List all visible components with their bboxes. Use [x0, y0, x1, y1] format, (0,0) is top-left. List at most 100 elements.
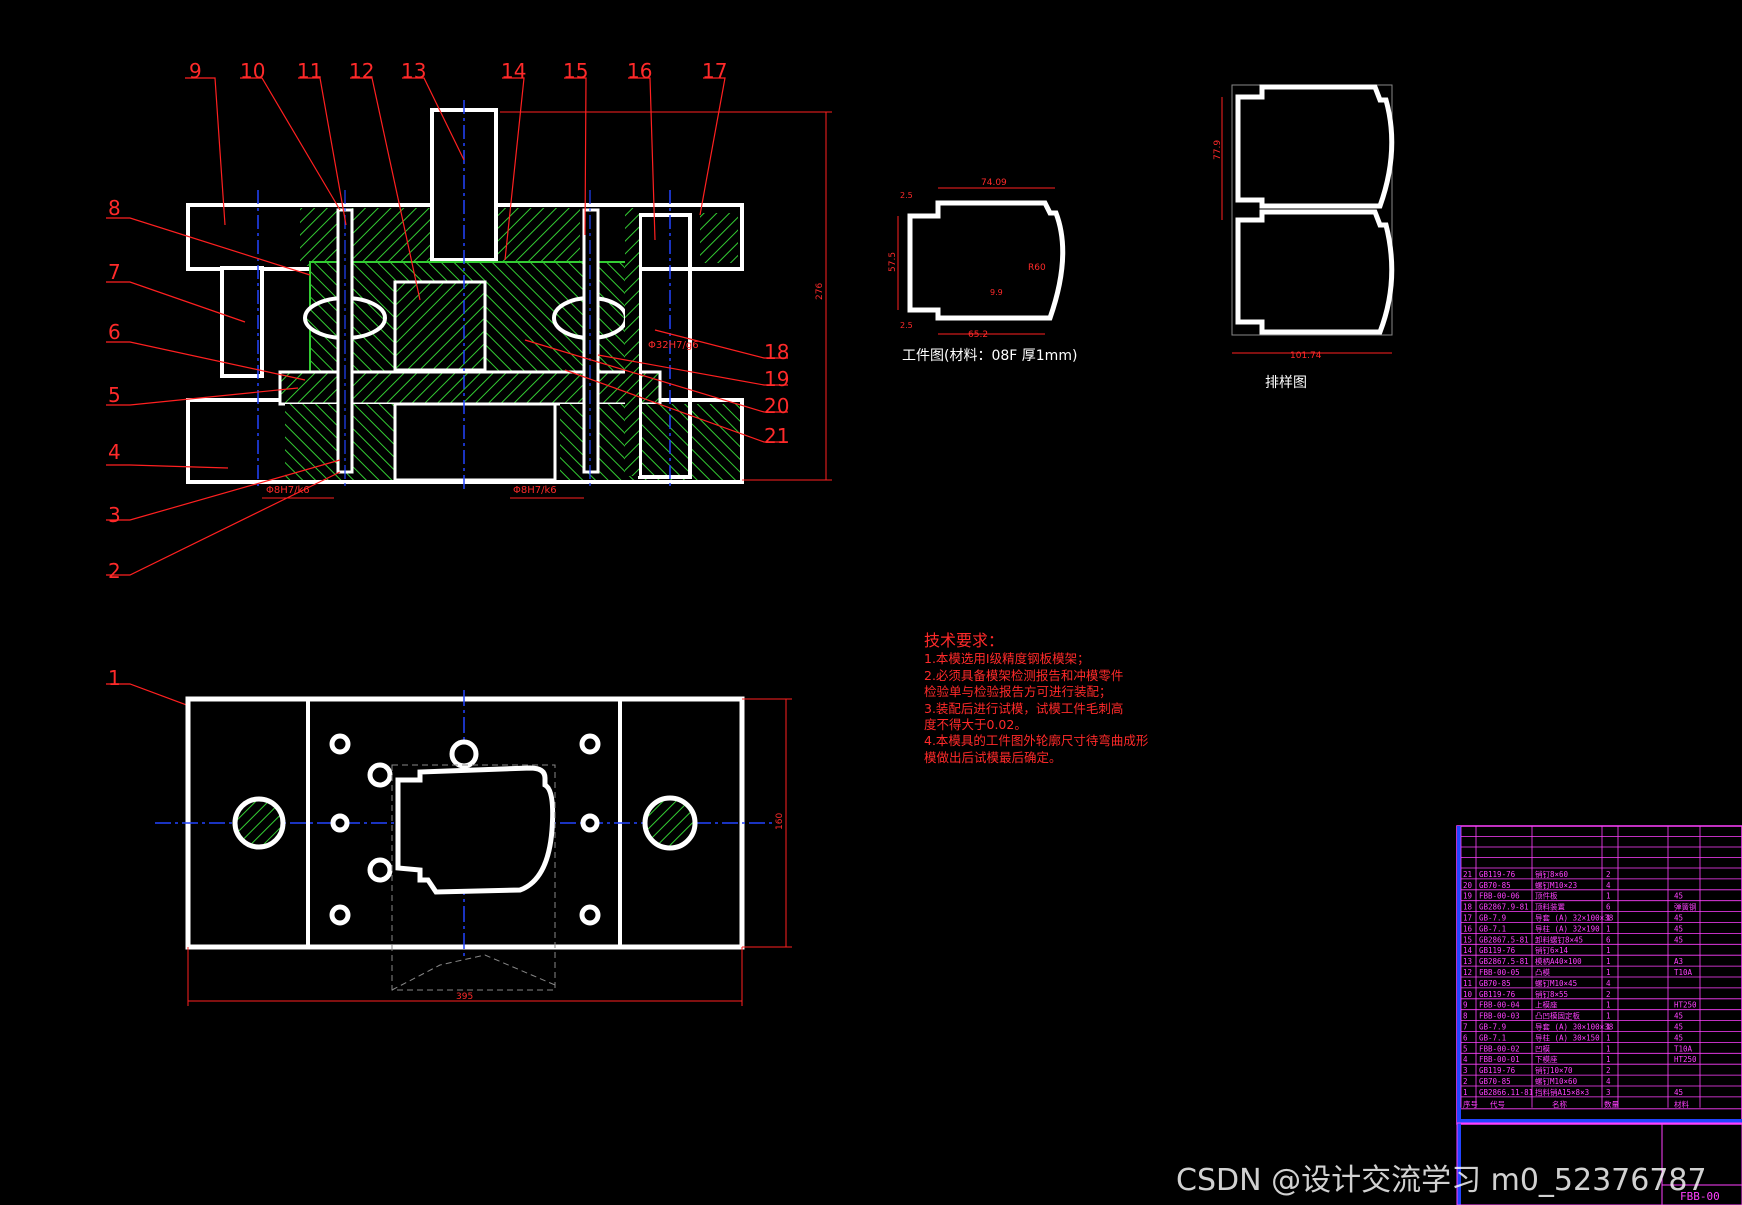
bom-cell-code: GB119-76	[1479, 990, 1516, 999]
bom-header-cell: 数量	[1604, 1099, 1620, 1109]
bom-cell-name: 凸凹模固定板	[1535, 1011, 1580, 1021]
bom-cell-qty: 1	[1606, 1044, 1611, 1053]
bom-cell-qty: 1	[1606, 892, 1611, 901]
bom-cell-no: 12	[1463, 968, 1472, 977]
bom-cell-qty: 1	[1606, 1023, 1611, 1032]
bom-cell-name: 导套 (A) 30×100×38	[1535, 1022, 1614, 1032]
bom-cell-mat: T10A	[1674, 968, 1693, 977]
bom-cell-code: GB-7.9	[1479, 1023, 1506, 1032]
callout-2: 2	[108, 559, 121, 583]
bom-cell-no: 15	[1463, 935, 1472, 944]
bom-cell-code: GB70-85	[1479, 979, 1511, 988]
bom-cell-mat: 45	[1674, 924, 1683, 933]
bom-cell-qty: 2	[1606, 990, 1611, 999]
bom-cell-code: GB119-76	[1479, 946, 1516, 955]
dim-strip-pitch: 77.9	[1213, 140, 1223, 160]
bom-cell-qty: 6	[1606, 935, 1611, 944]
bom-cell-name: 凸模	[1535, 967, 1551, 977]
bom-cell-qty: 4	[1606, 881, 1611, 890]
bom-cell-code: GB-7.9	[1479, 914, 1506, 923]
callout-8: 8	[108, 196, 121, 220]
bom-cell-qty: 1	[1606, 1012, 1611, 1021]
tech-line-5: 度不得大于0.02。	[924, 717, 1027, 733]
tech-line-2: 2.必须具备模架检测报告和冲模零件	[924, 667, 1124, 683]
tech-line-4: 3.装配后进行试模，试模工件毛刺高	[924, 700, 1124, 716]
tech-line-7: 模做出后试模最后确定。	[924, 749, 1062, 765]
bom-cell-name: 销钉10×70	[1535, 1065, 1573, 1075]
bom-cell-name: 顶件板	[1535, 891, 1558, 901]
bom-cell-code: FBB-00-06	[1479, 892, 1520, 901]
bom-cell-qty: 1	[1606, 957, 1611, 966]
bom-cell-mat: 45	[1674, 1012, 1683, 1021]
strip-layout: 77.9 101.74 排样图	[1213, 84, 1395, 391]
bom-cell-name: 螺钉M10×60	[1535, 1076, 1578, 1086]
callout-1: 1	[108, 666, 121, 690]
bom-cell-mat: HT250	[1674, 1001, 1697, 1010]
bom-cell-code: GB2866.11-81	[1479, 1088, 1533, 1097]
callout-14: 14	[501, 59, 526, 83]
callout-3: 3	[108, 503, 121, 527]
bom-cell-name: 导柱 (A) 32×190	[1535, 923, 1600, 933]
bom-cell-no: 5	[1463, 1044, 1468, 1053]
callout-15: 15	[563, 59, 588, 83]
bom-cell-no: 6	[1463, 1033, 1468, 1042]
bom-cell-name: 导柱 (A) 30×150	[1535, 1032, 1600, 1042]
bom-cell-code: GB70-85	[1479, 1077, 1511, 1086]
bom-cell-qty: 2	[1606, 870, 1611, 879]
dim-height: 276	[815, 283, 825, 300]
bom-cell-code: FBB-00-01	[1479, 1055, 1520, 1064]
bom-cell-no: 13	[1463, 957, 1472, 966]
strip-caption: 排样图	[1265, 375, 1307, 391]
dim-wp-bottom: 65.2	[968, 330, 988, 340]
bom-cell-code: GB119-76	[1479, 870, 1516, 879]
bom-header-cell: 序号	[1463, 1099, 1478, 1109]
bom-cell-no: 9	[1463, 1001, 1468, 1010]
bom-cell-name: 卸料螺钉8×45	[1535, 934, 1583, 944]
bom-cell-qty: 2	[1606, 1066, 1611, 1075]
tech-line-6: 4.本模具的工件图外轮廓尺寸待弯曲成形	[924, 733, 1149, 749]
drawing-number: FBB-00	[1680, 1190, 1720, 1203]
bom-cell-mat: 45	[1674, 892, 1683, 901]
bom-cell-qty: 1	[1606, 1001, 1611, 1010]
bom-cell-name: 销钉6×14	[1535, 945, 1569, 955]
bom-cell-qty: 1	[1606, 1033, 1611, 1042]
bom-cell-mat: 45	[1674, 1088, 1683, 1097]
callout-18: 18	[764, 340, 789, 364]
bom-cell-code: GB2867.5-81	[1479, 957, 1529, 966]
fit-label-guide: Φ32H7/g6	[648, 340, 699, 351]
bom-cell-no: 1	[1463, 1088, 1468, 1097]
bom-cell-qty: 1	[1606, 946, 1611, 955]
fit-label-right: Φ8H7/k6	[513, 485, 557, 496]
bom-cell-no: 10	[1463, 990, 1473, 999]
bom-cell-name: 销钉8×55	[1535, 989, 1568, 999]
bom-cell-no: 17	[1463, 914, 1472, 923]
dim-wp-radius: R60	[1028, 263, 1046, 273]
bom-cell-code: FBB-00-03	[1479, 1012, 1520, 1021]
bom-cell-name: 下模座	[1535, 1054, 1558, 1064]
callout-leaders	[106, 77, 788, 776]
bom-cell-no: 3	[1463, 1066, 1468, 1075]
dim-plan-width: 395	[456, 992, 473, 1002]
dim-wp-small: 9.9	[990, 288, 1003, 297]
fit-label-left: Φ8H7/k6	[266, 485, 310, 496]
plan-view: 160 395	[155, 690, 792, 1006]
workpiece-caption: 工件图(材料：08F 厚1mm)	[902, 348, 1077, 364]
bom-cell-name: 螺钉M10×45	[1535, 978, 1577, 988]
tech-line-3: 检验单与检验报告方可进行装配；	[924, 684, 1112, 700]
bom-cell-name: 导套 (A) 32×100×38	[1535, 913, 1614, 923]
bom-cell-code: GB70-85	[1479, 881, 1511, 890]
bom-cell-mat: 45	[1674, 935, 1683, 944]
bom-cell-no: 2	[1463, 1077, 1468, 1086]
callout-6: 6	[108, 320, 121, 344]
bom-cell-name: 顶料装置	[1535, 902, 1565, 912]
technical-requirements: 技术要求： 1.本模选用Ⅰ级精度钢板模架； 2.必须具备模架检测报告和冲模零件 …	[924, 631, 1149, 766]
dim-wp-height: 57.5	[888, 252, 898, 272]
tech-title: 技术要求：	[924, 631, 1005, 650]
callout-19: 19	[764, 367, 789, 391]
bom-cell-no: 14	[1463, 946, 1473, 955]
dim-plan-height: 160	[775, 813, 785, 830]
bom-cell-name: 上模座	[1535, 1000, 1558, 1010]
bom-header-cell: 名称	[1552, 1099, 1568, 1109]
callout-16: 16	[627, 59, 652, 83]
